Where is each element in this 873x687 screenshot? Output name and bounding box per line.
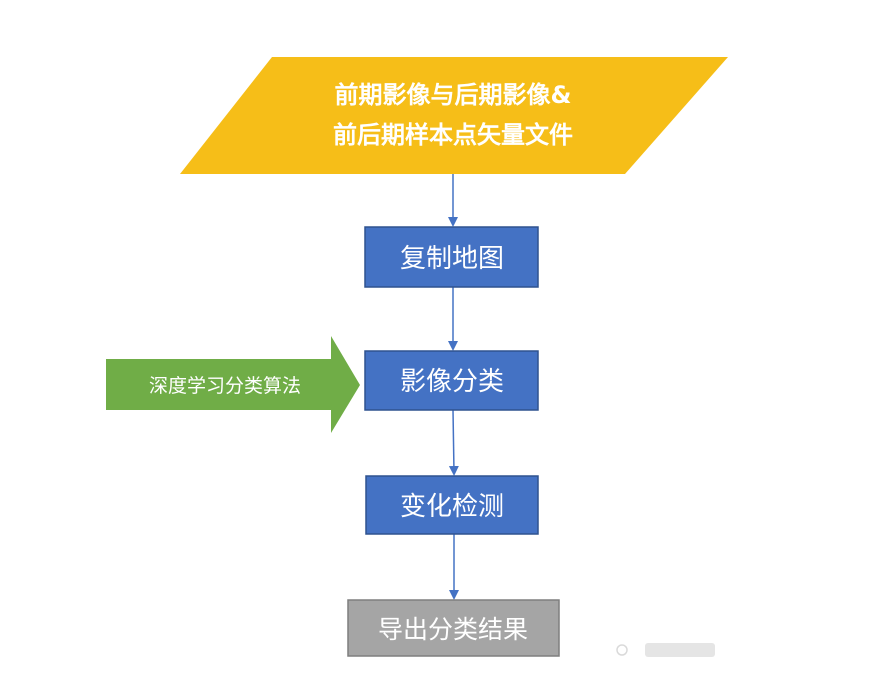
watermark-block: [645, 643, 715, 657]
step-copy-map: 复制地图: [364, 226, 539, 288]
step-change-detection: 变化检测: [365, 475, 539, 535]
step-export-result: 导出分类结果: [347, 599, 560, 657]
step-export-result-box: [347, 599, 560, 657]
side-input-arrow: 深度学习分类算法: [106, 336, 360, 433]
input-label-line2: 前后期样本点矢量文件: [333, 121, 573, 149]
input-label-line1: 前期影像与后期影像&: [335, 81, 572, 109]
side-input-arrow-shape: [106, 336, 360, 433]
connector-classify-to-detect: [448, 409, 459, 476]
step-change-detection-box: [365, 475, 539, 535]
input-data-parallelogram: 前期影像与后期影像& 前后期样本点矢量文件: [180, 57, 728, 174]
input-shape: [180, 57, 728, 174]
step-change-detection-label: 变化检测: [400, 492, 504, 522]
step-image-classification-box: [364, 350, 539, 411]
step-copy-map-box: [364, 226, 539, 288]
step-export-result-label: 导出分类结果: [378, 615, 528, 644]
watermark-blur: [616, 643, 715, 657]
step-image-classification-label: 影像分类: [400, 367, 504, 397]
step-image-classification: 影像分类: [364, 350, 539, 411]
watermark-icon: [616, 644, 628, 656]
side-input-label: 深度学习分类算法: [149, 375, 301, 397]
step-copy-map-label: 复制地图: [400, 244, 504, 274]
